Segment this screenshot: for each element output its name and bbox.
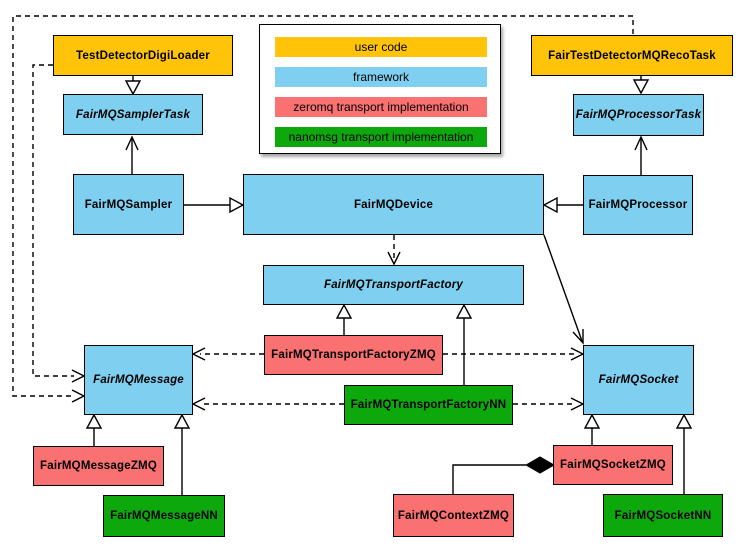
edge-dep-factorynn-message	[191, 397, 344, 411]
class-box-fairmqprocessor: FairMQProcessor	[583, 175, 693, 235]
edge-comp-contextzmq-socketzmq	[452, 456, 556, 494]
edge-assoc-sampler-samplertask	[125, 135, 139, 174]
edge-inherit-socketnn-socket	[675, 413, 693, 494]
edge-inherit-socketzmq-socket	[583, 413, 601, 445]
legend-item-nanomsg: nanomsg transport implementation	[275, 127, 487, 147]
edge-assoc-processor-processortask	[634, 135, 648, 177]
class-box-fairmqtransportfactorynn: FairMQTransportFactoryNN	[344, 385, 513, 425]
edge-inherit-factorynn-transportfactory	[455, 303, 473, 385]
class-box-fairmqmessagezmq: FairMQMessageZMQ	[33, 446, 164, 486]
edge-inherit-processor-device	[542, 196, 583, 214]
edge-inherit-factoryzmq-transportfactory	[335, 303, 353, 335]
class-box-fairtestdetectormqrecotask: FairTestDetectorMQRecoTask	[531, 35, 733, 76]
class-box-fairmqsocket: FairMQSocket	[583, 345, 694, 415]
class-box-fairmqdevice: FairMQDevice	[243, 174, 544, 235]
legend-item-zeromq: zeromq transport implementation	[275, 97, 487, 117]
edge-inherit-sampler-device	[184, 196, 245, 214]
class-box-fairmqtransportfactory: FairMQTransportFactory	[263, 265, 524, 305]
edge-dep-factorynn-socket	[513, 397, 585, 411]
legend-item-framework: framework	[275, 67, 487, 87]
edge-inherit-recotask-processortask	[632, 75, 650, 95]
class-box-fairmqsocketzmq: FairMQSocketZMQ	[553, 445, 673, 485]
legend: user code framework zeromq transport imp…	[259, 24, 501, 154]
class-box-fairmqsocketnn: FairMQSocketNN	[603, 494, 723, 537]
class-box-fairmqmessage: FairMQMessage	[84, 345, 193, 415]
class-box-fairmqsampler: FairMQSampler	[73, 174, 184, 235]
class-box-testdetectordigiloader: TestDetectorDigiLoader	[53, 35, 233, 76]
edge-assoc-device-socket	[543, 234, 584, 345]
edge-inherit-messagezmq-message	[85, 413, 103, 446]
class-box-fairmqcontextzmq: FairMQContextZMQ	[393, 494, 514, 537]
legend-item-user-code: user code	[275, 37, 487, 57]
class-box-fairmqmessagenn: FairMQMessageNN	[103, 495, 225, 537]
edge-dep-factoryzmq-message	[191, 347, 264, 361]
class-box-fairmqsamplertask: FairMQSamplerTask	[63, 94, 203, 135]
edge-inherit-messagenn-message	[173, 413, 191, 495]
edge-dep-device-transportfactory	[387, 235, 401, 266]
class-box-fairmqtransportfactoryzmq: FairMQTransportFactoryZMQ	[264, 335, 443, 375]
class-box-fairmqprocessortask: FairMQProcessorTask	[573, 94, 704, 136]
edge-inherit-digiloader-samplertask	[124, 76, 142, 96]
